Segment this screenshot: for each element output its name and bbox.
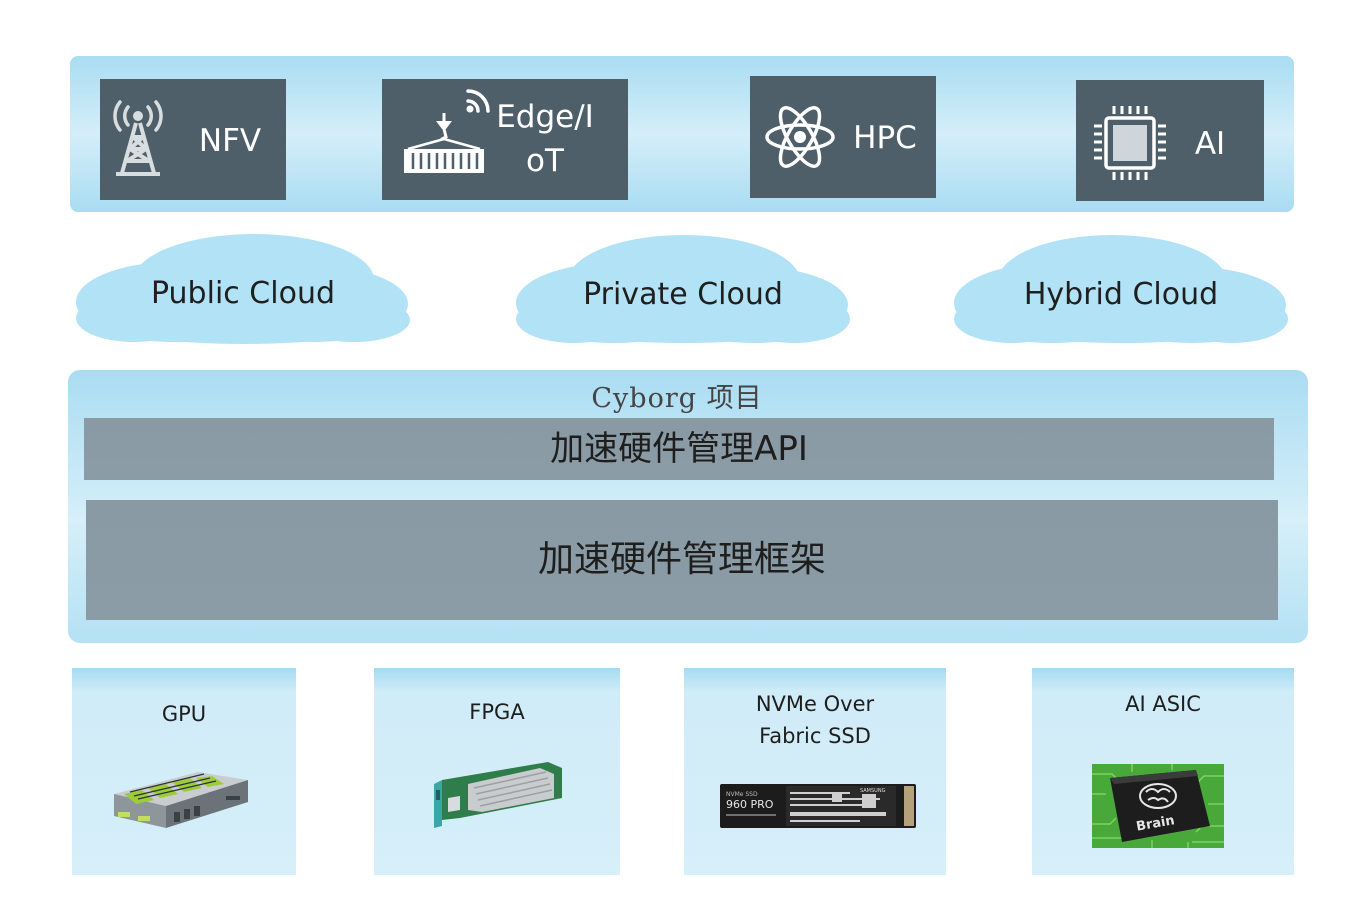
gpu-server-image <box>108 754 252 832</box>
hardware-fpga: FPGA <box>374 668 620 875</box>
atom-icon <box>764 100 836 174</box>
hardware-gpu: GPU <box>72 668 296 875</box>
use-case-edge-iot-label-line1: Edge/I <box>496 99 594 135</box>
cloud-private-label: Private Cloud <box>583 277 783 312</box>
hardware-ai-asic-label: AI ASIC <box>1125 692 1201 716</box>
cloud-shape <box>516 235 850 343</box>
ssd-brand-text: SAMSUNG <box>860 788 886 794</box>
use-case-edge-iot-label-line2: oT <box>526 143 564 179</box>
fpga-card-image <box>430 754 564 828</box>
nvme-ssd-image: NVMe SSD 960 PRO SAMSUNG <box>720 782 916 830</box>
acceleration-management-api-layer: 加速硬件管理API <box>84 418 1274 480</box>
cloud-public: Public Cloud <box>74 232 412 346</box>
cloud-hybrid: Hybrid Cloud <box>952 233 1290 345</box>
cloud-public-label: Public Cloud <box>150 276 335 311</box>
radio-tower-icon <box>108 97 168 177</box>
chip-brain-text: Brain <box>1135 813 1176 835</box>
ai-asic-chip-image: Brain <box>1092 764 1224 848</box>
ssd-type-text: NVMe SSD <box>726 791 758 798</box>
ssd-model-text: 960 PRO <box>726 798 774 811</box>
hardware-nvme-ssd-label: NVMe Over Fabric SSD <box>684 688 946 752</box>
cloud-private: Private Cloud <box>514 233 852 345</box>
use-case-edge-iot: Edge/I oT <box>382 79 628 200</box>
use-case-edge-iot-label: Edge/I oT <box>492 95 598 183</box>
hardware-nvme-ssd-label-line2: Fabric SSD <box>759 724 871 748</box>
cloud-hybrid-label: Hybrid Cloud <box>1023 277 1219 312</box>
hardware-gpu-label: GPU <box>161 702 207 726</box>
chip-icon <box>1092 104 1168 182</box>
cyborg-project-title: Cyborg 项目 <box>591 383 763 414</box>
use-case-ai-label: AI <box>1194 126 1226 162</box>
acceleration-management-framework-layer: 加速硬件管理框架 <box>86 500 1278 620</box>
cloud-shape <box>954 235 1288 343</box>
use-case-hpc-label: HPC <box>853 120 917 156</box>
cloud-shape <box>76 234 410 344</box>
hardware-nvme-ssd-label-line1: NVMe Over <box>755 692 875 716</box>
hardware-ai-asic: AI ASIC Brain <box>1032 668 1294 875</box>
hardware-fpga-label: FPGA <box>469 700 525 724</box>
use-case-nfv: NFV <box>100 79 286 200</box>
use-case-hpc: HPC <box>750 76 936 198</box>
hardware-nvme-ssd: NVMe Over Fabric SSD NVMe SSD 960 PRO <box>684 668 946 875</box>
use-case-ai: AI <box>1076 80 1264 201</box>
use-case-nfv-label: NFV <box>198 123 262 159</box>
crane-container-icon <box>400 85 496 175</box>
